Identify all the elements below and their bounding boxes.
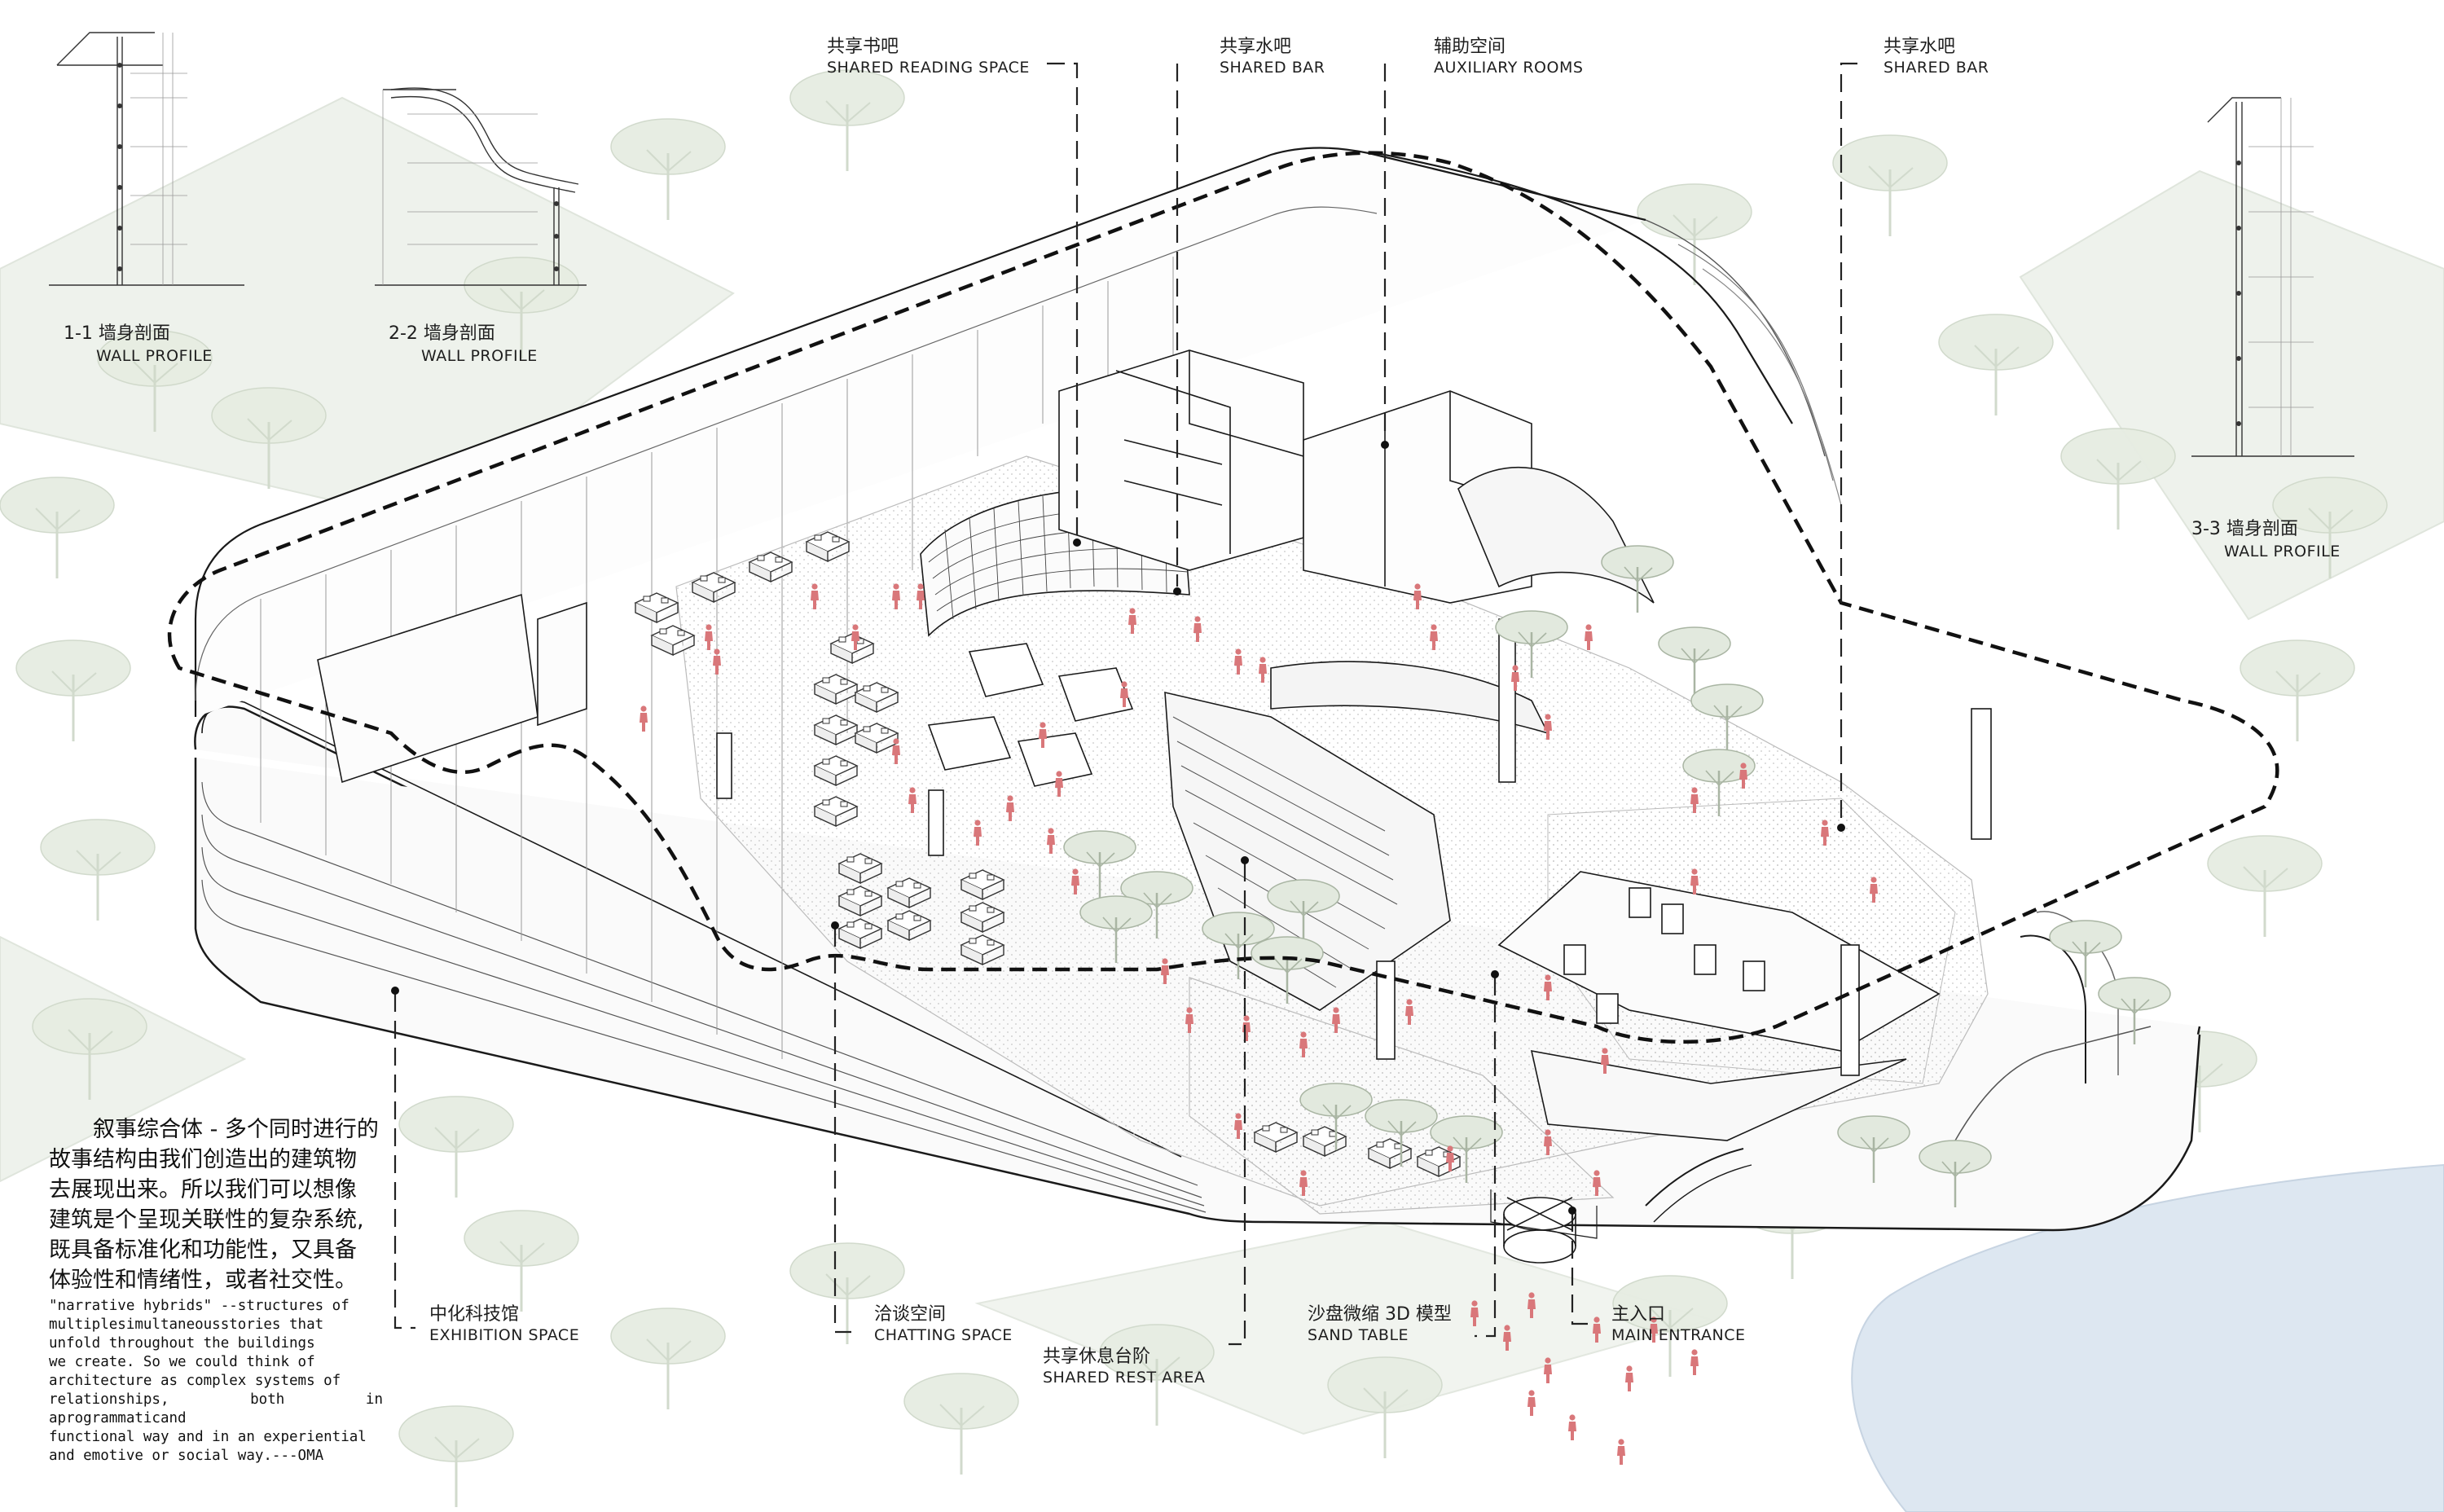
label-en: SAND TABLE bbox=[1308, 1325, 1409, 1344]
quote-en-line: we create. So we could think of bbox=[49, 1354, 315, 1370]
quote-en-line: relationships, both in aprogrammaticand bbox=[49, 1391, 383, 1426]
label-en: EXHIBITION SPACE bbox=[429, 1325, 580, 1344]
leader-dots bbox=[391, 441, 1845, 1215]
label-zh: 中化科技馆 bbox=[429, 1304, 520, 1325]
label-zh: 共享休息台阶 bbox=[1043, 1347, 1151, 1367]
label-zh: 洽谈空间 bbox=[874, 1304, 947, 1325]
label-zh: 辅助空间 bbox=[1434, 37, 1506, 57]
label-en: SHARED BAR bbox=[1220, 58, 1325, 77]
label-shared-bar-2: 共享水吧 SHARED BAR bbox=[1884, 36, 1989, 77]
label-sand-table: 沙盘微缩 3D 模型 SAND TABLE bbox=[1308, 1303, 1452, 1345]
wall-profile-3-3-drawing bbox=[2191, 97, 2354, 457]
upper-floor-outline bbox=[167, 151, 2279, 1044]
quote-zh-line: 体验性和情绪性，或者社交性。 bbox=[49, 1268, 357, 1293]
quote-english: "narrative hybrids" --structures of mult… bbox=[49, 1297, 383, 1466]
quote-zh-line: 建筑是个呈现关联性的复杂系统, bbox=[49, 1207, 364, 1233]
caption-zh: 3-3 墙身剖面 bbox=[2191, 519, 2298, 539]
label-en: SHARED BAR bbox=[1884, 58, 1989, 77]
label-shared-bar-1: 共享水吧 SHARED BAR bbox=[1220, 36, 1325, 77]
label-chatting-space: 洽谈空间 CHATTING SPACE bbox=[874, 1303, 1013, 1345]
label-auxiliary-rooms: 辅助空间 AUXILIARY ROOMS bbox=[1434, 36, 1583, 77]
quote-zh-line: 故事结构由我们创造出的建筑物 bbox=[49, 1147, 357, 1172]
leader-lines bbox=[393, 62, 1857, 1346]
quote-en-line: functional way and in an experiential bbox=[49, 1429, 367, 1445]
caption-en: WALL PROFILE bbox=[421, 346, 538, 365]
label-en: SHARED REST AREA bbox=[1043, 1368, 1206, 1387]
label-main-entrance: 主入口 MAIN ENTRANCE bbox=[1611, 1303, 1745, 1345]
label-shared-rest-area: 共享休息台阶 SHARED REST AREA bbox=[1043, 1346, 1205, 1387]
label-zh: 共享水吧 bbox=[1884, 37, 1956, 57]
label-zh: 沙盘微缩 3D 模型 bbox=[1308, 1304, 1452, 1325]
quote-en-line: "narrative hybrids" --structures of bbox=[49, 1298, 349, 1314]
label-zh: 主入口 bbox=[1611, 1304, 1666, 1325]
quote-zh-line: 叙事综合体 - 多个同时进行的 bbox=[93, 1117, 379, 1142]
water-body bbox=[1851, 1163, 2444, 1512]
wall-profile-1-1-drawing bbox=[49, 32, 244, 286]
caption-en: WALL PROFILE bbox=[2224, 542, 2341, 560]
label-en: MAIN ENTRANCE bbox=[1611, 1325, 1746, 1344]
quote-zh-line: 既具备标准化和功能性，又具备 bbox=[49, 1237, 357, 1263]
caption-en: WALL PROFILE bbox=[96, 346, 213, 365]
quote-en-line: multiplesimultaneousstories that bbox=[49, 1316, 324, 1333]
quote-en-line: architecture as complex systems of bbox=[49, 1373, 341, 1389]
label-zh: 共享书吧 bbox=[827, 37, 899, 57]
label-en: AUXILIARY ROOMS bbox=[1434, 58, 1584, 77]
caption-wall-profile-3-3: 3-3 墙身剖面 WALL PROFILE bbox=[2191, 518, 2341, 561]
quote-zh-line: 去展现出来。所以我们可以想像 bbox=[49, 1177, 357, 1202]
wall-profile-2-2-drawing bbox=[375, 87, 587, 286]
site-ground bbox=[0, 96, 2444, 1512]
quote-en-line: and emotive or social way.---OMA bbox=[49, 1448, 324, 1464]
label-en: SHARED READING SPACE bbox=[827, 58, 1030, 77]
label-exhibition-space: 中化科技馆 EXHIBITION SPACE bbox=[429, 1303, 579, 1345]
label-shared-reading-space: 共享书吧 SHARED READING SPACE bbox=[827, 36, 1030, 77]
label-en: CHATTING SPACE bbox=[874, 1325, 1013, 1344]
label-zh: 共享水吧 bbox=[1220, 37, 1292, 57]
caption-wall-profile-1-1: 1-1 墙身剖面 WALL PROFILE bbox=[64, 323, 213, 366]
caption-zh: 1-1 墙身剖面 bbox=[64, 323, 170, 344]
caption-zh: 2-2 墙身剖面 bbox=[389, 323, 495, 344]
quote-en-line: unfold throughout the buildings bbox=[49, 1335, 315, 1352]
quote-chinese: 叙事综合体 - 多个同时进行的 故事结构由我们创造出的建筑物 去展现出来。所以我… bbox=[49, 1114, 391, 1295]
caption-wall-profile-2-2: 2-2 墙身剖面 WALL PROFILE bbox=[389, 323, 538, 366]
